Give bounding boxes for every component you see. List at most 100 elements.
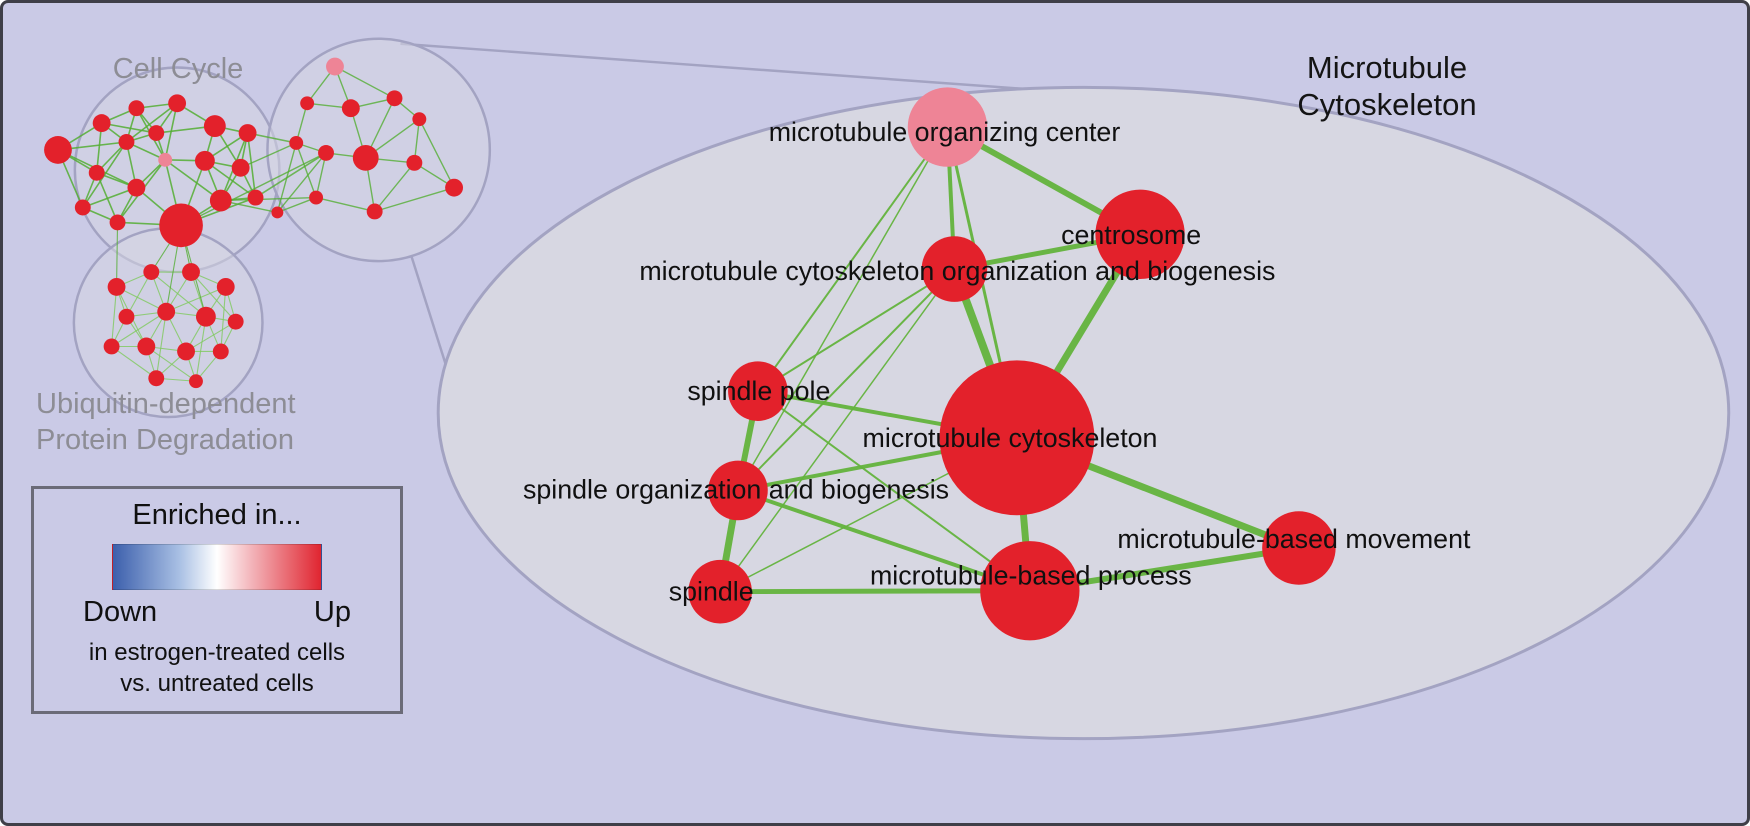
overview-node <box>227 313 244 330</box>
overview-edge <box>295 142 317 198</box>
zoom-nodes <box>688 87 1336 641</box>
overview-node <box>231 158 250 177</box>
edge-spindle--microtubule-based-process <box>720 588 1030 595</box>
overview-node <box>195 306 216 327</box>
overview-node <box>300 96 315 111</box>
overview-node <box>128 100 145 117</box>
edge-microtubule-organizing-center--spindle-organization-and-biogenesis <box>737 126 949 491</box>
node-spindle <box>688 559 752 624</box>
legend-caption: in estrogen-treated cells vs. untreated … <box>88 639 346 698</box>
overview-node <box>341 99 360 118</box>
overview-node <box>247 189 264 206</box>
overview-node <box>118 134 135 150</box>
node-label-microtubule-cytoskeleton: microtubule cytoskeleton <box>863 423 1158 453</box>
overview-node <box>212 343 229 360</box>
node-microtubule-based-movement <box>1262 511 1336 585</box>
zoom-cone-line <box>400 42 1031 91</box>
overview-edge <box>204 160 256 199</box>
node-label-spindle-pole: spindle pole <box>687 376 830 406</box>
legend-box: Enriched in... Down Up in estrogen-treat… <box>31 486 403 714</box>
overview-node <box>168 94 187 113</box>
overview-node <box>74 199 91 216</box>
overview-cross-edge <box>180 152 327 226</box>
node-label-microtubule-based-movement: microtubule-based movement <box>1117 524 1471 554</box>
overview-edge <box>155 311 167 379</box>
overview-node <box>406 154 423 171</box>
overview-edge <box>101 122 157 134</box>
overview-edge <box>82 186 137 209</box>
overview-node <box>366 203 383 220</box>
edge-microtubule-cytoskeleton-organization-and-biogenesis--spindle-organization-and-biogenesis <box>737 268 956 492</box>
node-label-microtubule-cytoskeleton-organization-and-biogenesis: microtubule cytoskeleton organization an… <box>639 256 1275 286</box>
overview-edge <box>276 152 327 213</box>
cluster-circle-microtubule-cytoskeleton-overview <box>266 37 492 263</box>
edge-microtubule-cytoskeleton-organization-and-biogenesis--spindle <box>719 268 956 593</box>
overview-node <box>109 214 126 231</box>
overview-node <box>352 144 379 171</box>
overview-node <box>194 150 215 171</box>
overview-node <box>157 302 176 321</box>
node-label-microtubule-based-process: microtubule-based process <box>870 561 1192 591</box>
overview-nodes <box>44 57 464 389</box>
overview-node <box>309 190 324 205</box>
overview-edge <box>116 286 167 313</box>
overview-node <box>118 308 135 325</box>
overview-node <box>137 337 156 356</box>
node-microtubule-based-process <box>980 541 1080 641</box>
overview-cross-edge <box>240 142 297 169</box>
node-microtubule-cytoskeleton <box>939 360 1095 516</box>
legend-up-label: Up <box>313 596 351 628</box>
overview-node <box>326 57 344 76</box>
node-spindle-organization-and-biogenesis <box>708 460 768 521</box>
overview-cross-edge <box>220 196 317 202</box>
overview-edge <box>315 196 375 213</box>
zoom-node-labels: microtubule organizing center centrosome m… <box>523 117 1471 607</box>
overview-node <box>44 136 72 164</box>
node-label-spindle: spindle <box>669 577 754 607</box>
overview-edge <box>165 286 226 313</box>
edge-spindle-pole--microtubule-based-process <box>757 390 1031 592</box>
overview-edge <box>95 172 119 223</box>
overview-edge <box>111 286 118 347</box>
overview-node <box>216 277 235 296</box>
overview-node <box>289 136 304 150</box>
node-label-centrosome: centrosome <box>1061 220 1201 250</box>
overview-edge <box>374 162 415 212</box>
node-label-spindle-organization-and-biogenesis: spindle organization and biogenesis <box>523 474 949 504</box>
legend-title: Enriched in... <box>132 499 302 531</box>
overview-node <box>177 342 195 361</box>
overview-node <box>271 206 284 219</box>
overview-edge <box>334 65 395 99</box>
node-label-microtubule-organizing-center: microtubule organizing center <box>769 117 1121 147</box>
legend-down-label: Down <box>83 596 158 628</box>
node-microtubule-cytoskeleton-organization-and-biogenesis <box>921 236 988 302</box>
overview-node <box>148 125 165 141</box>
overview-node <box>143 264 160 280</box>
overview-edge <box>111 311 167 347</box>
overview-edge <box>146 346 197 382</box>
overview-edge <box>125 271 152 317</box>
overview-edge <box>418 118 455 188</box>
overview-node <box>445 178 464 197</box>
overview-node <box>189 374 203 389</box>
node-microtubule-organizing-center <box>907 87 988 167</box>
node-spindle-pole <box>728 361 788 421</box>
overview-node <box>88 164 105 181</box>
edge-microtubule-cytoskeleton-organization-and-biogenesis--spindle-pole <box>757 268 955 393</box>
overview-node <box>318 144 334 161</box>
overview-node <box>182 263 200 281</box>
overview-edge <box>190 271 237 323</box>
overview-cluster-circles <box>72 37 492 419</box>
overview-edge <box>185 321 236 352</box>
edge-spindle-organization-and-biogenesis--microtubule-based-process <box>737 488 1031 593</box>
overview-node <box>107 277 126 296</box>
node-centrosome <box>1095 189 1185 279</box>
overview-edge <box>374 186 455 213</box>
network-canvas: microtubule organizing center centrosome m… <box>44 37 1731 741</box>
overview-node <box>158 152 173 167</box>
overview-node <box>238 124 257 142</box>
overview-node <box>209 189 232 212</box>
overview-cross-edge <box>116 222 119 287</box>
legend-endpoints: Down Up <box>83 596 351 629</box>
